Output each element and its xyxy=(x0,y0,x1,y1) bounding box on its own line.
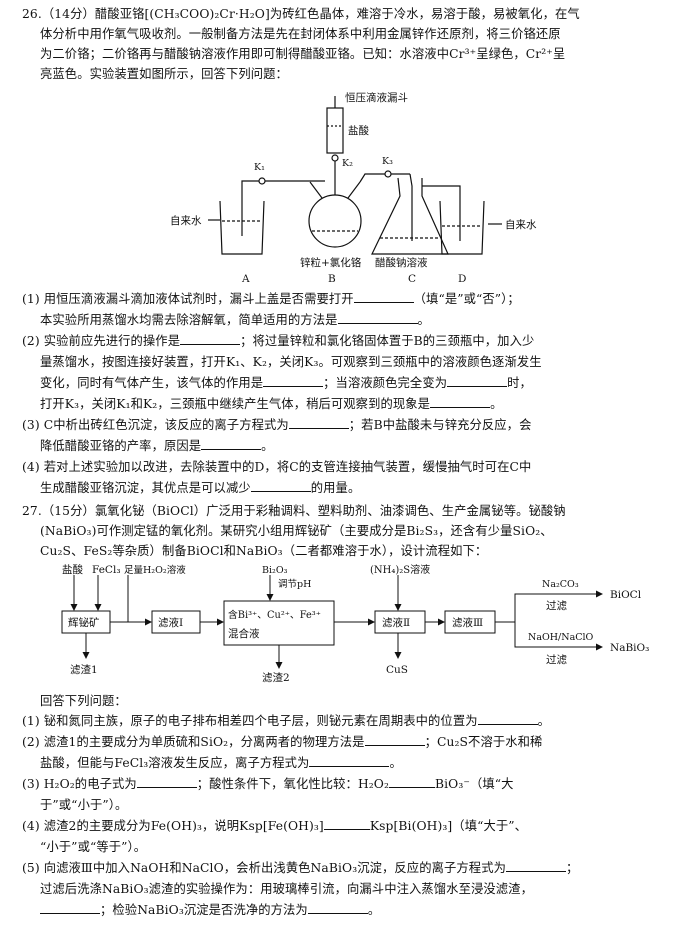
k2-valve xyxy=(331,154,339,162)
in-h2o2: 足量H₂O₂溶液 xyxy=(124,564,186,576)
q26-1-line2: 本实验所用蒸馏水均需去除溶解氧，简单适用的方法是。 xyxy=(40,313,430,327)
out-residue-1: 滤渣1 xyxy=(70,663,98,676)
out-cus: CuS xyxy=(386,664,408,676)
q26-4-line1: (4) 若对上述实验加以改进，去除装置中的D，将C的支管连接抽气装置，缓慢抽气时… xyxy=(22,460,532,474)
naac-label: 醋酸钠溶液 xyxy=(375,256,428,269)
beaker-a xyxy=(219,200,265,255)
funnel-label: 恒压滴液漏斗 xyxy=(345,91,408,104)
zinc-label: 锌粒+氯化铬 xyxy=(300,256,362,269)
dropping-funnel xyxy=(326,107,344,154)
q27-2-line1: (2) 滤渣1的主要成分为单质硫和SiO₂，分离两者的物理方法是；Cu₂S不溶于… xyxy=(22,735,543,749)
q27-4-line2: “小于”或“等于”）。 xyxy=(40,840,147,854)
q27-1: (1) 铋和氮同主族，原子的电子排布相差四个电子层，则铋元素在周期表中的位置为。 xyxy=(22,714,551,728)
q27-intro-line-1: 27.（15分）氯氧化铋（BiOCl）广泛用于彩釉调料、塑料助剂、油漆调色、生产… xyxy=(22,504,566,518)
box-filtrate-1-label: 滤液Ⅰ xyxy=(158,616,183,629)
box-filtrate-2-label: 滤液Ⅱ xyxy=(382,616,410,629)
box-ore-label: 辉铋矿 xyxy=(68,616,100,629)
flask-c xyxy=(371,177,449,255)
flask-b xyxy=(308,194,362,248)
k2-label: K₂ xyxy=(342,158,353,169)
k3-label: K₃ xyxy=(382,156,393,167)
label-a: A xyxy=(241,273,250,285)
reagent-na2co3: Na₂CO₃ xyxy=(542,579,579,590)
q27-5-line1: (5) 向滤液Ⅲ中加入NaOH和NaClO，会析出浅黄色NaBiO₃沉淀，反应的… xyxy=(22,861,579,875)
q27-5-line2: 过滤后洗涤NaBiO₃滤渣的实验操作为：用玻璃棒引流，向漏斗中注入蒸馏水至浸没滤… xyxy=(40,882,533,896)
apparatus-figure: 恒压滴液漏斗 盐酸 K₁ K₂ K₃ 自来水 自来水 锌粒+氯化铬 醋酸钠溶液 … xyxy=(170,91,537,285)
top-bi2o3: Bi₂O₃ xyxy=(262,565,288,576)
q27-ask: 回答下列问题： xyxy=(40,694,127,708)
box-mixture-line2: 混合液 xyxy=(228,627,260,640)
q26-2-line3: 变化，同时有气体产生，该气体的作用是；当溶液颜色完全变为时， xyxy=(40,376,532,390)
k1-valve xyxy=(258,177,266,185)
q27-intro-line-3: Cu₂S、FeS₂等杂质）制备BiOCl和NaBiO₃（二者都难溶于水），设计流… xyxy=(40,544,488,558)
top-nh4-2s: (NH₄)₂S溶液 xyxy=(370,563,430,576)
product-nabio3: NaBiO₃ xyxy=(610,642,649,654)
acid-label: 盐酸 xyxy=(348,124,369,137)
q26-intro-line-4: 亮蓝色。实验装置如图所示，回答下列问题： xyxy=(40,67,288,81)
q26-2-line2: 量蒸馏水，按图连接好装置，打开K₁、K₂，关闭K₃。可观察到三颈瓶中的溶液颜色逐… xyxy=(40,355,542,369)
beaker-d xyxy=(439,200,485,255)
q27-intro-line-2: (NaBiO₃)可作测定锰的氧化剂。某研究小组用辉铋矿（主要成分是Bi₂S₃，还… xyxy=(40,524,553,538)
q26-2-line4: 打开K₃，关闭K₁和K₂，三颈瓶中继续产生气体，稍后可观察到的现象是。 xyxy=(40,397,503,411)
q26-4-line2: 生成醋酸亚铬沉淀，其优点是可以减少的用量。 xyxy=(40,481,361,495)
k1-label: K₁ xyxy=(254,162,265,173)
water-right-label: 自来水 xyxy=(505,218,537,231)
in-fecl3: FeCl₃ xyxy=(92,564,121,576)
q27-2-line2: 盐酸，但能与FeCl₃溶液发生反应，离子方程式为。 xyxy=(40,756,402,770)
label-d: D xyxy=(458,273,466,285)
reagent-naoh-naclo: NaOH/NaClO xyxy=(528,632,594,643)
filter-2: 过滤 xyxy=(546,653,567,666)
filter-1: 过滤 xyxy=(546,599,567,612)
q27-5-line3: ；检验NaBiO₃沉淀是否洗净的方法为。 xyxy=(40,902,672,918)
out-residue-2: 滤渣2 xyxy=(262,671,290,684)
flow-chart: 盐酸 FeCl₃ 足量H₂O₂溶液 辉铋矿 滤液Ⅰ 含Bi³⁺、Cu²⁺、Fe³… xyxy=(61,563,649,684)
in-hcl: 盐酸 xyxy=(62,563,83,576)
q27-4-line1: (4) 滤渣2的主要成分为Fe(OH)₃，说明Ksp[Fe(OH)₃]Ksp[B… xyxy=(22,819,528,833)
product-biocl: BiOCl xyxy=(610,589,642,601)
q26-1-line1: (1) 用恒压滴液漏斗滴加液体试剂时，漏斗上盖是否需要打开（填“是”或“否”）； xyxy=(22,292,520,306)
label-b: B xyxy=(328,273,336,285)
q26-3-line1: (3) C中析出砖红色沉淀，该反应的离子方程式为；若B中盐酸未与锌充分反应，会 xyxy=(22,418,532,432)
label-c: C xyxy=(408,273,416,285)
water-left-label: 自来水 xyxy=(170,214,202,227)
box-filtrate-3-label: 滤液Ⅲ xyxy=(452,616,483,629)
box-mixture-line1: 含Bi³⁺、Cu²⁺、Fe³⁺ xyxy=(228,608,321,621)
q26-intro-line-3: 为二价铬；二价铬再与醋酸钠溶液作用即可制得醋酸亚铬。已知：水溶液中Cr³⁺呈绿色… xyxy=(40,47,566,61)
q26-2-line1: (2) 实验前应先进行的操作是；将过量锌粒和氯化铬固体置于B的三颈瓶中，加入少 xyxy=(22,334,535,348)
q27-3-line2: 于”或“小于”）。 xyxy=(40,798,128,812)
q26-intro-line-2: 体分析中用作氧气吸收剂。一般制备方法是先在封闭体系中利用金属锌作还原剂，将三价铬… xyxy=(40,27,561,41)
top-adjust-ph: 调节pH xyxy=(278,579,311,590)
q26-3-line2: 降低醋酸亚铬的产率，原因是。 xyxy=(40,439,274,453)
k3-valve xyxy=(384,170,392,178)
q26-intro-line-1: 26.（14分）醋酸亚铬[(CH₃COO)₂Cr·H₂O]为砖红色晶体，难溶于冷… xyxy=(22,7,580,21)
